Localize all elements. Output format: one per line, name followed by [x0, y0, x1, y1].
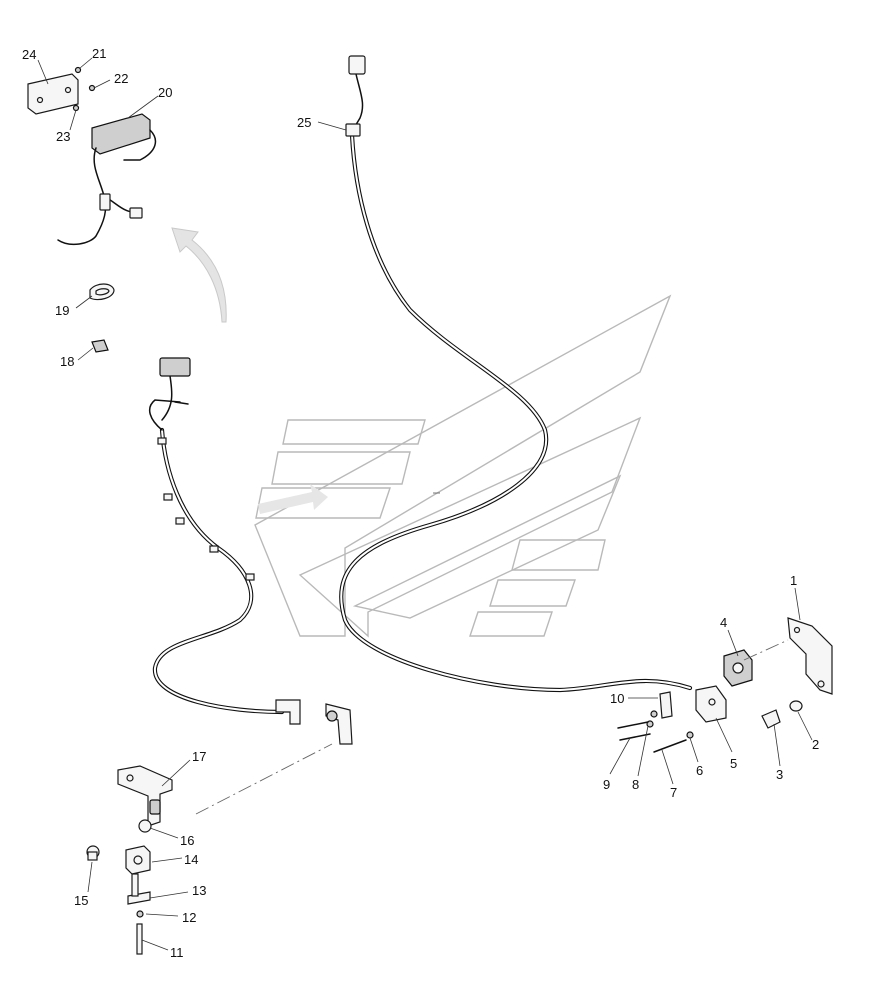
callout-5: 5 — [730, 756, 737, 771]
clip-part — [91, 339, 109, 353]
callout-17: 17 — [192, 749, 206, 764]
callout-23: 23 — [56, 129, 70, 144]
callout-7: 7 — [670, 785, 677, 800]
callout-4: 4 — [720, 615, 727, 630]
callout-11: 11 — [170, 945, 184, 960]
callout-8: 8 — [632, 777, 639, 792]
callout-21: 21 — [92, 46, 106, 61]
callout-12: 12 — [182, 910, 196, 925]
lower-bracket-assembly — [86, 743, 333, 955]
callout-13: 13 — [192, 883, 206, 898]
main-cable — [339, 55, 693, 693]
callout-10: 10 — [610, 691, 624, 706]
callout-16: 16 — [180, 833, 194, 848]
leader-lines — [37, 57, 813, 951]
callout-19: 19 — [55, 303, 69, 318]
callout-3: 3 — [776, 767, 783, 782]
callout-1: 1 — [790, 573, 797, 588]
callout-18: 18 — [60, 354, 74, 369]
callout-2: 2 — [812, 737, 819, 752]
module-assembly — [27, 66, 157, 246]
callout-14: 14 — [184, 852, 198, 867]
callout-15: 15 — [74, 893, 88, 908]
callout-22: 22 — [114, 71, 128, 86]
right-bracket-assembly — [617, 617, 833, 753]
grommet-part — [89, 283, 115, 301]
callout-labels: 1 2 3 4 5 6 7 8 9 10 11 12 13 14 15 16 1… — [22, 46, 819, 960]
callout-24: 24 — [22, 47, 36, 62]
callout-25: 25 — [297, 115, 311, 130]
curved-arrow-icon — [171, 227, 227, 323]
callout-20: 20 — [158, 85, 172, 100]
callout-6: 6 — [696, 763, 703, 778]
logo-watermark-icon — [254, 294, 672, 638]
secondary-cable — [148, 357, 353, 745]
callout-9: 9 — [603, 777, 610, 792]
